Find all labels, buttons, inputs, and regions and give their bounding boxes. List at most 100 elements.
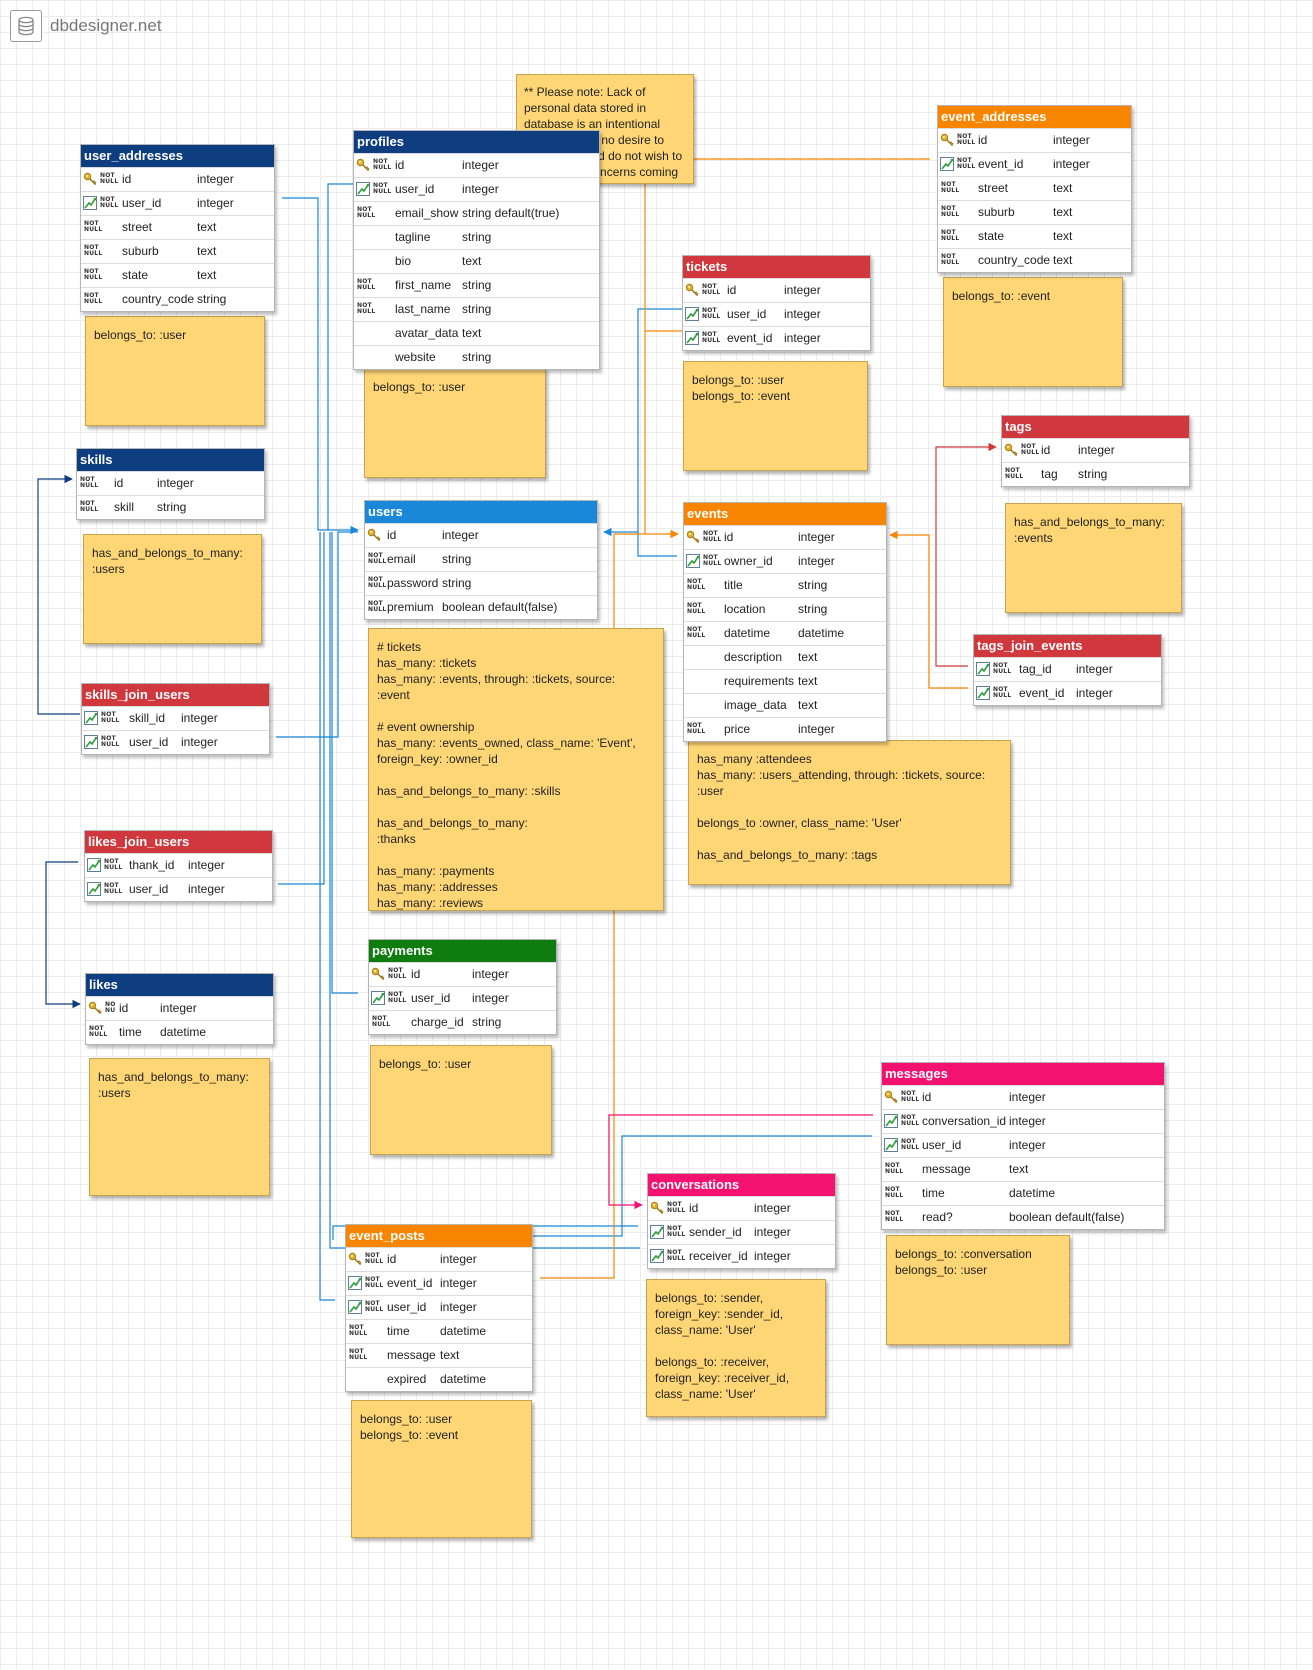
table-title[interactable]: events xyxy=(684,503,886,525)
table-title[interactable]: tags xyxy=(1002,416,1189,438)
table-title[interactable]: skills xyxy=(77,449,264,471)
table-title[interactable]: event_addresses xyxy=(938,106,1131,128)
table-title[interactable]: payments xyxy=(369,940,556,962)
table-title[interactable]: tags_join_events xyxy=(974,635,1161,657)
table-title[interactable]: likes xyxy=(86,974,273,996)
table-title[interactable]: messages xyxy=(882,1063,1164,1085)
table-title[interactable]: profiles xyxy=(354,131,599,153)
app-title[interactable]: dbdesigner.net xyxy=(50,16,162,35)
table-title[interactable]: tickets xyxy=(683,256,870,278)
table-title[interactable]: skills_join_users xyxy=(82,684,269,706)
table-title[interactable]: users xyxy=(365,501,597,523)
table-title[interactable]: user_addresses xyxy=(81,145,274,167)
table-title[interactable]: likes_join_users xyxy=(85,831,272,853)
table-title[interactable]: conversations xyxy=(648,1174,835,1196)
database-icon[interactable] xyxy=(10,10,42,42)
table-title[interactable]: event_posts xyxy=(346,1225,532,1247)
